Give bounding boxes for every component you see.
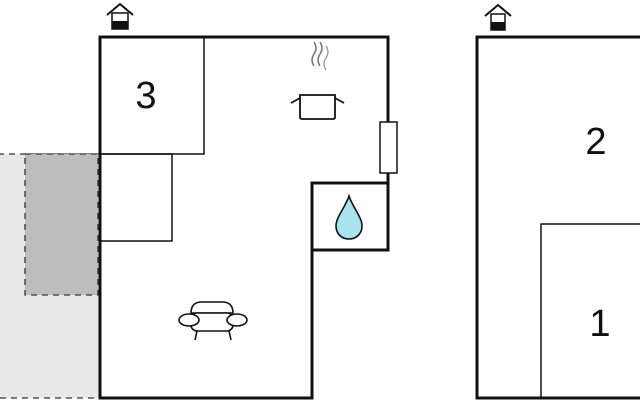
unit-left (98, 35, 398, 400)
closet-partition (100, 153, 173, 242)
outdoor-area (0, 153, 101, 399)
sofa-icon (178, 301, 248, 341)
window (379, 121, 398, 174)
room-1-partition (540, 223, 640, 398)
room-number-3: 3 (135, 75, 156, 117)
water-drop-icon (335, 193, 363, 240)
cooking-pot-icon (290, 41, 345, 120)
house-entrance-icon (484, 3, 512, 31)
bathroom (310, 181, 390, 252)
terrace (24, 153, 99, 296)
unit-right-outer-wall (475, 35, 640, 400)
unit-right (475, 35, 640, 400)
room-number-2: 2 (585, 121, 606, 163)
room-number-1: 1 (589, 303, 610, 345)
house-entrance-icon (106, 2, 134, 30)
